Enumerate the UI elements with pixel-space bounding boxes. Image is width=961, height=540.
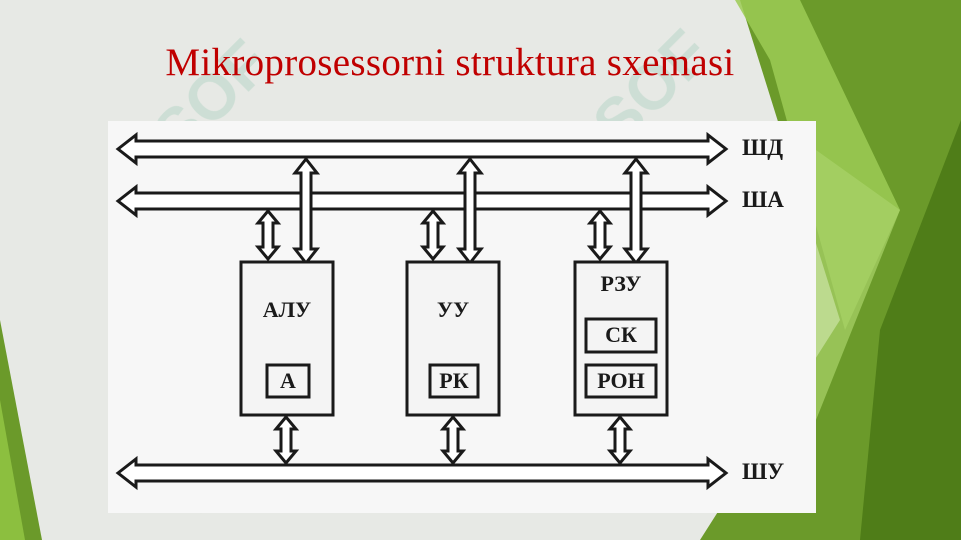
memory-control-bus-connector [606,414,634,466]
microprocessor-structure-diagram: АЛУ А УУ РК РЗУ СК РОН ШД ША ШУ [108,121,816,513]
alu-address-bus-connector [254,208,282,262]
data-bus-arrow [115,131,729,167]
memory-sk-label: СК [605,322,637,347]
alu-register-label: А [280,368,296,393]
control-bus-label: ШУ [742,459,785,484]
memory-label: РЗУ [600,271,642,296]
cu-control-bus-connector [439,414,467,466]
memory-sk-register [584,317,658,354]
decor-green-shape-accent [816,150,900,420]
slide-title: Mikroprosessorni struktura sxemasi [165,41,735,84]
cu-address-bus-connector [419,208,447,262]
address-bus-arrow [115,183,729,219]
memory-ron-register [584,363,658,399]
cu-data-bus-connector [455,156,485,266]
data-bus-label: ШД [742,135,784,160]
memory-ron-label: РОН [597,368,645,393]
cu-command-register [428,363,480,399]
alu-data-bus-connector [291,156,321,266]
cu-label: УУ [436,297,470,322]
memory-data-bus-connector [621,156,651,266]
alu-control-bus-connector [272,414,300,466]
diagram-drawing [115,131,729,491]
address-bus-label: ША [742,187,784,212]
alu-accumulator-register [265,363,311,399]
decor-left-triangle-light [0,400,25,540]
decor-green-shape-dark [860,120,961,540]
control-bus-arrow [115,455,729,491]
cu-register-label: РК [439,368,469,393]
memory-address-bus-connector [586,208,614,262]
alu-label: АЛУ [262,297,312,322]
